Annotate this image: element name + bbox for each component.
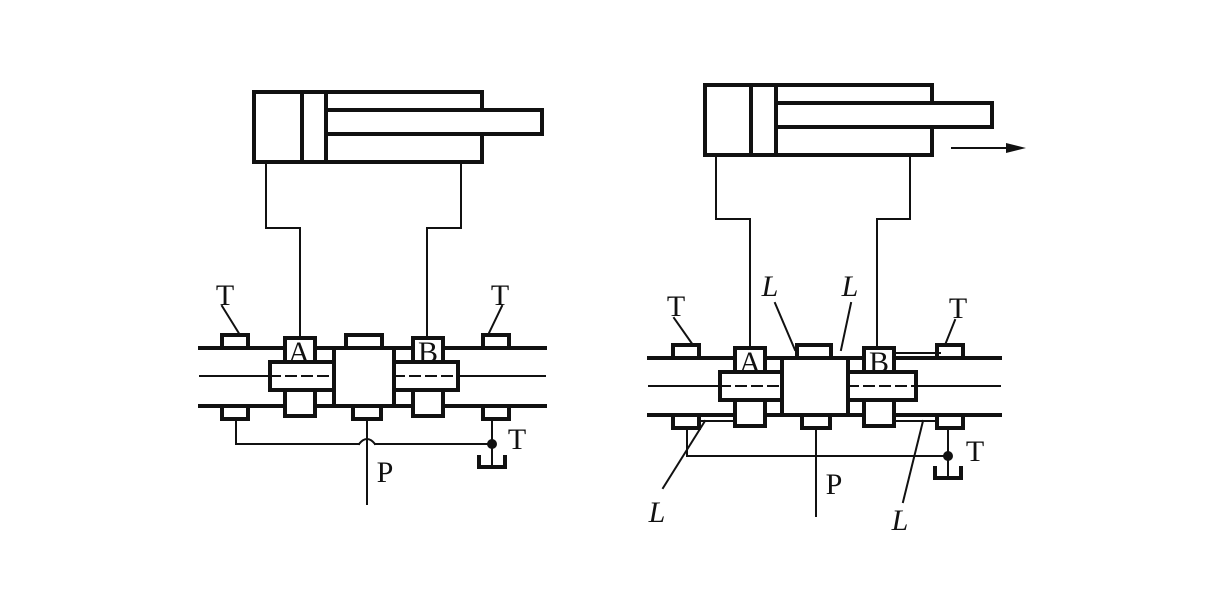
right-tank-port-top-left xyxy=(671,343,701,360)
left-land-b-lower xyxy=(411,388,445,418)
left-label-tank-left: T xyxy=(216,279,234,312)
left-tank-leader-right xyxy=(486,304,504,337)
right-label-a: A xyxy=(739,346,761,379)
left-port-a-box xyxy=(283,336,317,364)
left-tank-port-bottom-right xyxy=(481,404,511,421)
right-port-b-box xyxy=(862,346,896,374)
right-label-tank-right: T xyxy=(949,292,967,325)
left-label-b: B xyxy=(418,336,438,369)
right-leak-leader-top-left xyxy=(773,301,797,352)
left-tank-port-top-left xyxy=(220,333,250,350)
right-label-pressure: P xyxy=(826,468,843,501)
right-tank-port-bottom-left xyxy=(671,413,701,430)
right-leak-leader-top-right xyxy=(839,301,853,352)
left-label-tank-right: T xyxy=(491,279,509,312)
right-tank-leader-left xyxy=(672,316,695,347)
left-label-tank-return: T xyxy=(508,423,526,456)
right-tank-leader-right xyxy=(943,318,957,347)
left-tank-symbol xyxy=(477,455,507,469)
right-piston-rod xyxy=(774,101,994,129)
left-cylinder xyxy=(252,90,544,164)
left-return-line-right xyxy=(374,418,493,445)
right-line-to-a xyxy=(715,154,751,349)
left-tank-port-top-right xyxy=(481,333,511,350)
right-label-tank-left: T xyxy=(667,290,685,323)
right-return-line xyxy=(686,427,949,457)
left-line-to-b xyxy=(426,161,462,339)
right-leak-leader-bottom-right xyxy=(901,419,925,504)
left-tank-port-bottom-left xyxy=(220,404,250,421)
left-tank-leader-left xyxy=(220,304,242,337)
left-label-pressure: P xyxy=(377,456,394,489)
right-port-a-box xyxy=(733,346,767,374)
left-center-chamber xyxy=(332,346,396,408)
left-label-a: A xyxy=(288,336,310,369)
right-label-leak-top-left: L xyxy=(761,270,779,303)
left-spool-valve-diagram: A B T T T P xyxy=(198,90,547,505)
right-land-a-lower xyxy=(733,398,767,428)
right-label-tank-return: T xyxy=(966,435,984,468)
right-land-b-lower xyxy=(862,398,896,428)
right-spool-valve-diagram: A B T T T P L L L L xyxy=(647,83,1026,537)
left-line-to-a xyxy=(265,161,301,339)
right-tank-symbol xyxy=(933,466,963,480)
left-piston-rod xyxy=(324,108,544,136)
right-cylinder xyxy=(703,83,994,157)
right-leak-leader-bottom-left xyxy=(661,419,707,490)
right-label-leak-bottom-left: L xyxy=(648,496,666,529)
right-center-chamber xyxy=(780,356,850,417)
right-tank-port-top-right xyxy=(935,343,965,360)
right-label-leak-top-right: L xyxy=(841,270,859,303)
left-valve-body xyxy=(198,333,547,421)
right-label-leak-bottom-right: L xyxy=(891,504,909,537)
motion-arrow-icon xyxy=(1006,143,1026,153)
right-label-b: B xyxy=(869,346,889,379)
right-valve-body xyxy=(647,343,1002,430)
right-tank-port-bottom-right xyxy=(935,413,965,430)
left-land-a-lower xyxy=(283,388,317,418)
left-return-line-left xyxy=(235,418,360,445)
right-line-to-b xyxy=(876,154,911,349)
left-port-b-box xyxy=(411,336,445,364)
